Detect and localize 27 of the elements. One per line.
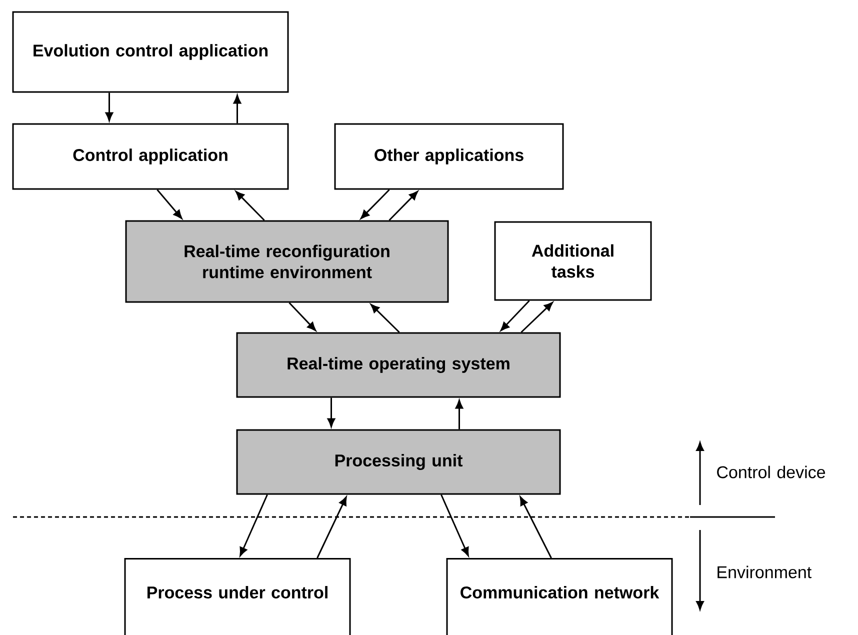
arrow — [233, 94, 242, 124]
arrow — [520, 302, 553, 333]
arrow — [360, 189, 390, 219]
arrow — [455, 400, 464, 430]
arrow — [316, 496, 347, 558]
side-label: Control device — [717, 466, 826, 478]
layer-box: Real-time operating system — [236, 332, 561, 398]
process-box: Communication network — [446, 558, 673, 635]
process-box: Evolution control application — [12, 11, 289, 93]
arrow — [105, 92, 114, 122]
process-box: Additional tasks — [494, 221, 652, 301]
arrow — [240, 494, 268, 556]
arrow — [288, 302, 316, 331]
process-box: Process under control — [124, 558, 351, 635]
arrow — [520, 496, 552, 558]
arrow — [327, 398, 336, 428]
arrow — [236, 191, 265, 221]
arrow — [156, 189, 182, 219]
arrow — [500, 300, 530, 331]
arrow — [440, 494, 469, 556]
side-label: Environment — [718, 566, 812, 578]
process-box: Other applications — [334, 123, 564, 190]
arrow — [370, 304, 400, 333]
process-box: Control application — [12, 123, 289, 190]
layer-box: Processing unit — [236, 429, 561, 495]
arrow — [388, 191, 418, 221]
layer-box: Real-time reconfiguration runtime environment — [125, 220, 449, 303]
